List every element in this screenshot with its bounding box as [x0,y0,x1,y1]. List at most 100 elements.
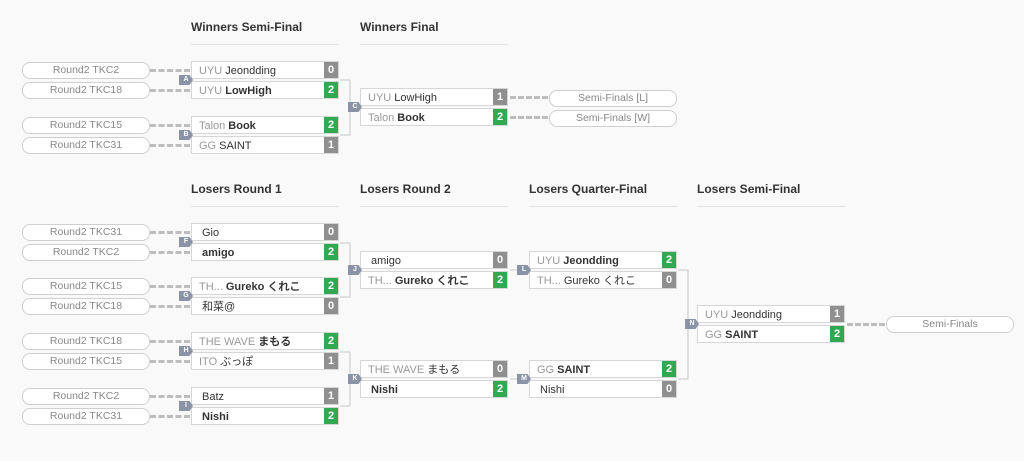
score: 0 [662,272,676,288]
player-name: SAINT [725,329,759,341]
score: 0 [662,381,676,397]
score: 0 [324,298,338,314]
player-name: Nishi [371,384,398,396]
seed-connector [150,124,190,127]
score: 1 [324,137,338,153]
match-badge-j: J [348,265,362,275]
player-name: LowHigh [225,85,272,97]
match-badge-l: L [517,265,531,275]
seed-connector [510,96,548,99]
match-badge-h: H [179,346,193,356]
seed-g2[interactable]: Round2 TKC18 [22,298,150,315]
score: 0 [324,62,338,78]
score: 1 [830,306,844,322]
player-name: Jeondding [225,65,277,77]
seed-a1[interactable]: Round2 TKC2 [22,62,150,79]
seed-i2[interactable]: Round2 TKC31 [22,408,150,425]
seed-n1[interactable]: Semi-Finals [886,316,1014,333]
player-name: SAINT [557,364,591,376]
player-name: Jeondding [731,309,783,321]
match-badge-m: M [517,374,531,384]
player-name: SAINT [219,140,252,152]
score: 2 [324,408,338,424]
team-tag: Talon [199,120,226,132]
team-tag: UYU [537,255,561,267]
score: 0 [324,224,338,240]
seed-b2[interactable]: Round2 TKC31 [22,137,150,154]
score: 0 [493,252,507,268]
player-name: まもる [258,336,292,348]
seed-a2[interactable]: Round2 TKC18 [22,82,150,99]
seed-h1[interactable]: Round2 TKC18 [22,333,150,350]
team-tag: TH... [199,281,223,293]
match-badge-k: K [348,374,362,384]
match-row[interactable]: amigo 2 [191,243,339,261]
seed-connector [510,116,548,119]
round-title-losers-r2: Losers Round 2 [360,182,508,207]
team-tag: UYU [199,65,223,77]
score: 2 [324,117,338,133]
player-name: Batz [202,391,225,403]
seed-connector [150,285,190,288]
match-row[interactable]: Nishi 2 [360,380,508,398]
score: 2 [324,333,338,349]
score: 2 [324,244,338,260]
seed-f1[interactable]: Round2 TKC31 [22,224,150,241]
match-row[interactable]: amigo 0 [360,251,508,269]
seed-connector [150,360,190,363]
player-name: Book [397,112,425,124]
score: 2 [324,82,338,98]
match-row[interactable]: Nishi 2 [191,407,339,425]
score: 2 [493,381,507,397]
seed-b1[interactable]: Round2 TKC15 [22,117,150,134]
player-name: amigo [202,247,235,259]
match-row[interactable]: 和菜@0 [191,297,339,315]
seed-connector [150,231,190,234]
player-name: Nishi [202,411,229,423]
player-name: Gio [202,227,220,239]
seed-c2[interactable]: Semi-Finals [W] [549,110,677,127]
player-name: amigo [371,255,401,267]
seed-g1[interactable]: Round2 TKC15 [22,278,150,295]
team-tag: THE WAVE [368,364,425,376]
seed-c1[interactable]: Semi-Finals [L] [549,90,677,107]
round-title-losers-r1: Losers Round 1 [191,182,339,207]
team-tag: UYU [199,85,223,97]
seed-i1[interactable]: Round2 TKC2 [22,388,150,405]
seed-f2[interactable]: Round2 TKC2 [22,244,150,261]
match-f[interactable]: Gio 0 amigo 2 [191,223,339,263]
match-badge-c: C [348,102,362,112]
seed-h2[interactable]: Round2 TKC15 [22,353,150,370]
match-row[interactable]: Gio 0 [191,223,339,241]
team-tag: ITO [199,356,218,368]
